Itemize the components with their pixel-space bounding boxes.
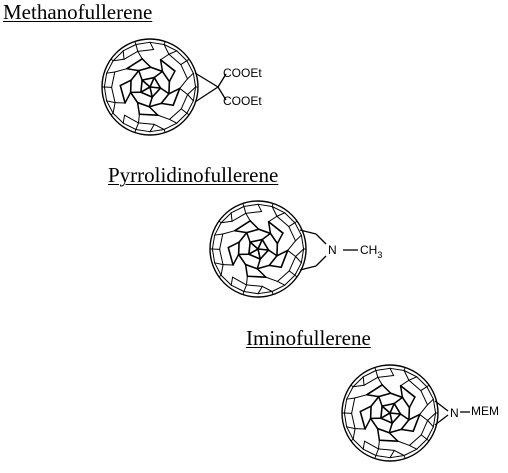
mem-label: MEM xyxy=(471,404,499,418)
ester-label-top: COOEt xyxy=(223,66,262,80)
pyrrolidine-ring xyxy=(299,229,358,271)
fullerene-cage xyxy=(101,38,199,136)
methanofullerene-title: Methanofullerene xyxy=(3,0,153,24)
aziridine-bridge xyxy=(434,400,470,426)
ester-label-bottom: COOEt xyxy=(223,94,262,108)
methanofullerene-structure: COOEt COOEt xyxy=(101,38,262,136)
iminofullerene-structure: N MEM xyxy=(341,364,499,462)
pyrrolidinofullerene-structure: N CH3 xyxy=(209,200,382,298)
pyrrolidinofullerene-title: Pyrrolidinofullerene xyxy=(108,163,279,187)
fullerene-cage xyxy=(209,200,307,298)
methyl-label: CH3 xyxy=(360,243,382,260)
nitrogen-label: N xyxy=(328,243,337,257)
cyclopropane-bridge xyxy=(194,72,227,103)
iminofullerene-title: Iminofullerene xyxy=(246,326,371,350)
fullerene-cage xyxy=(341,364,439,462)
nitrogen-label: N xyxy=(450,406,459,420)
